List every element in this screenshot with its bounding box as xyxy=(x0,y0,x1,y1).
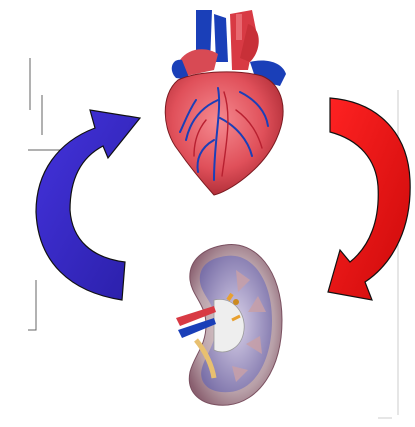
kidney-icon xyxy=(176,244,282,405)
curved-arrow-icon xyxy=(36,110,140,300)
heart-icon xyxy=(165,10,286,195)
blue-arrow-body xyxy=(36,110,140,300)
